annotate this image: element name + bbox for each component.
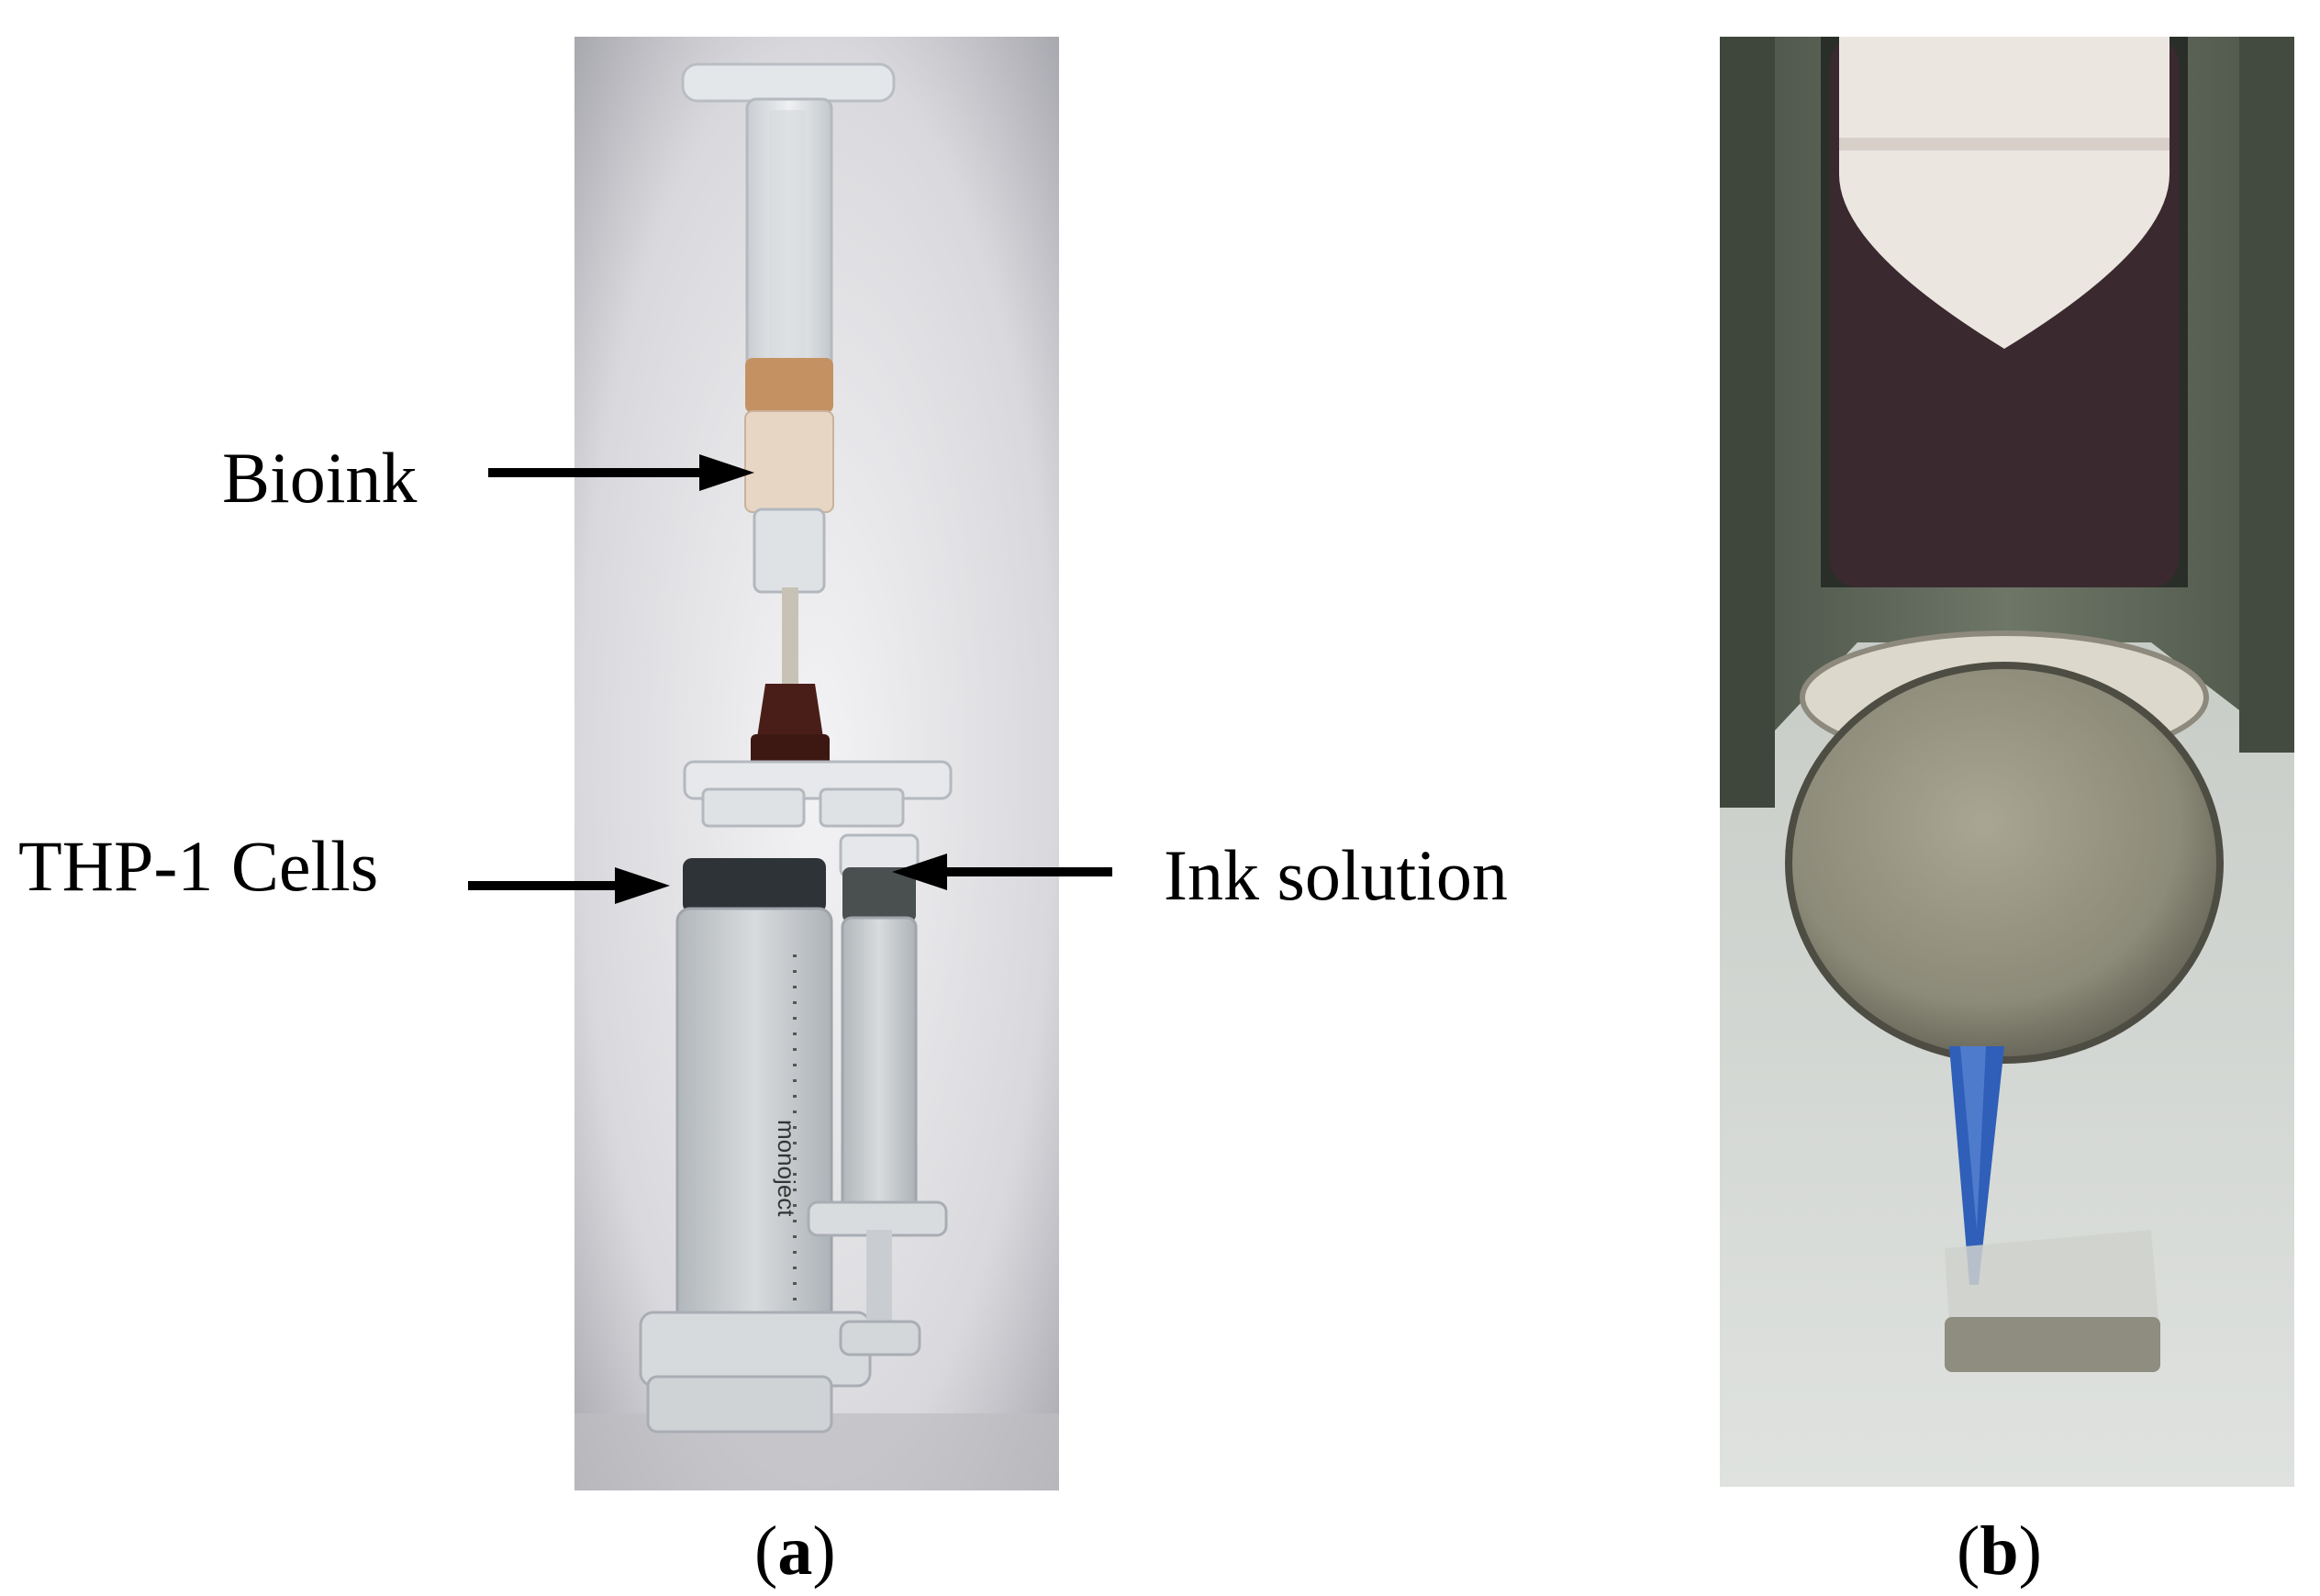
ink-solution-label: Ink solution <box>1164 835 1508 915</box>
syringe-brand-text: monoject <box>773 1120 800 1217</box>
ink-solution-arrow-icon <box>892 854 1112 890</box>
thp1-cells-arrow-icon <box>468 867 670 904</box>
photo-panel-b <box>1720 37 2294 1487</box>
bioprinter-nozzle-photo <box>1720 37 2294 1487</box>
thp1-cells-label: THP-1 Cells <box>18 826 379 906</box>
caption-panel-b: (b) <box>1957 1512 2042 1590</box>
bioink-arrow-icon <box>488 454 754 491</box>
photo-panel-a: monoject <box>574 37 1059 1490</box>
syringe-photo: monoject <box>574 37 1059 1490</box>
bioink-label: Bioink <box>222 438 418 518</box>
caption-panel-a: (a) <box>754 1512 836 1590</box>
